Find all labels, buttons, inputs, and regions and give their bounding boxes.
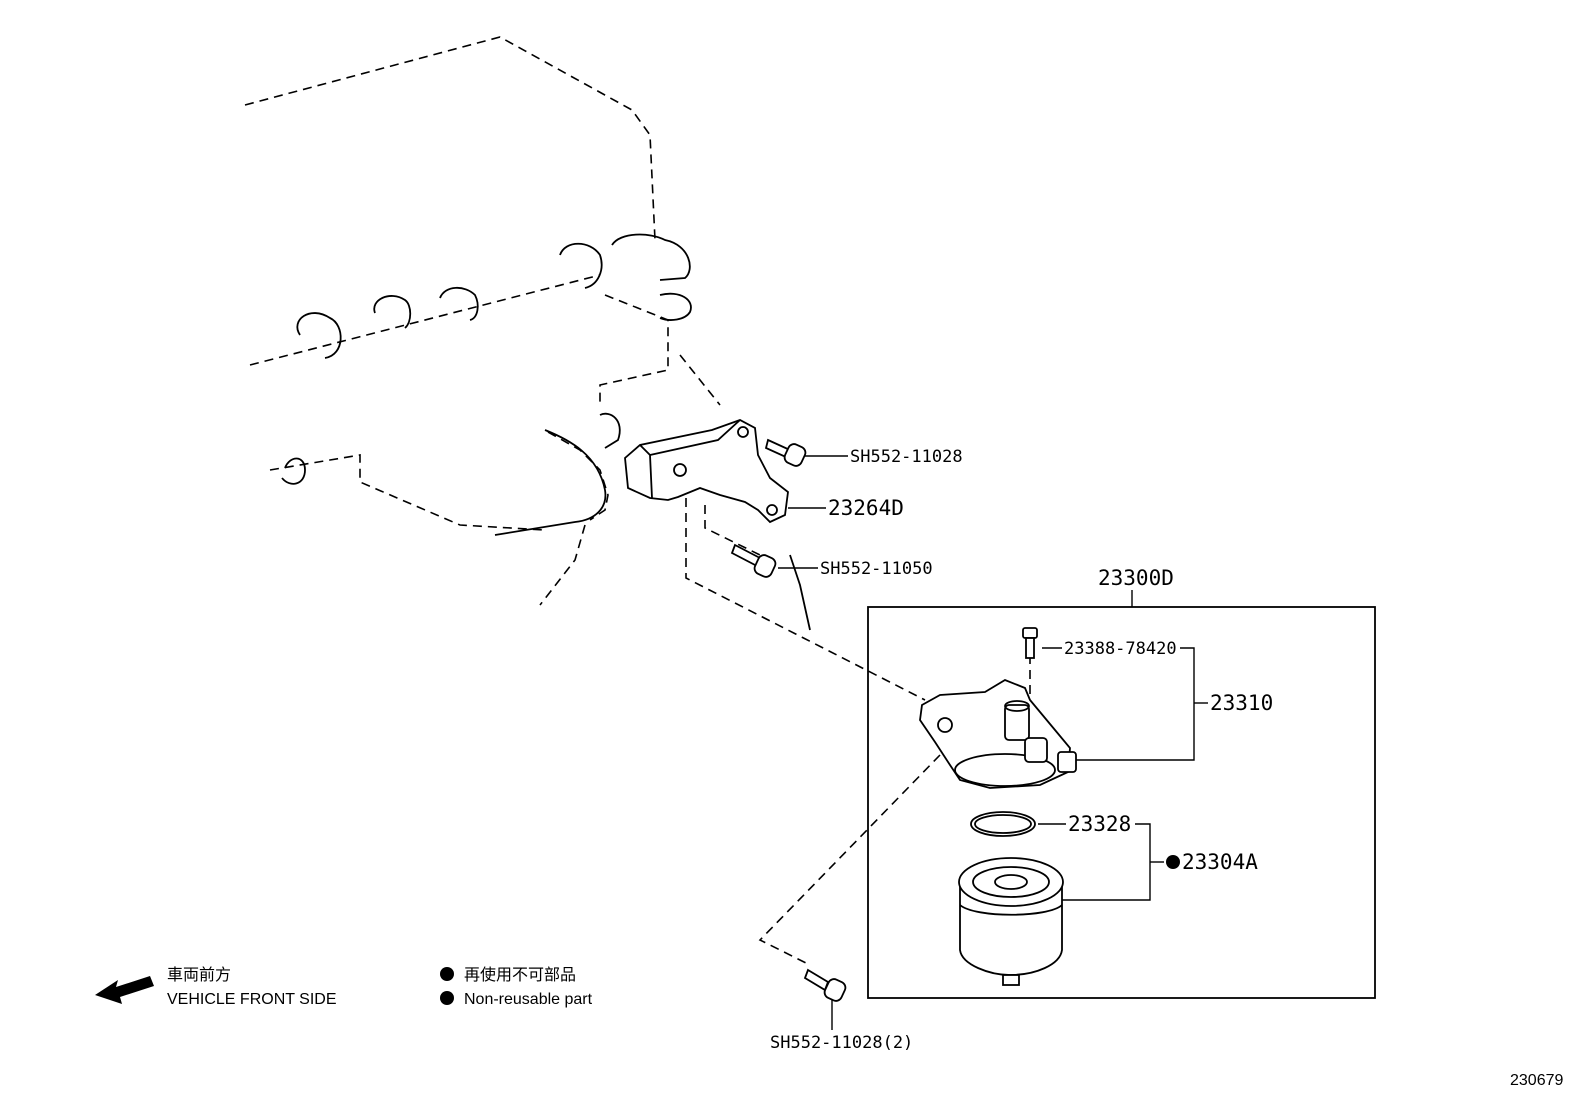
nonreusable-legend: 再使用不可部品 Non-reusable part [440,966,593,1008]
front-en: VEHICLE FRONT SIDE [167,991,337,1008]
filter-element [958,857,1064,986]
bolt-bottom-icon [803,968,847,1002]
arrow-left-icon [95,976,154,1004]
label-bolt-top: SH552-11028 [850,447,963,467]
label-element: 23304A [1182,850,1258,874]
label-assembly: 23300D [1098,566,1174,590]
label-small-bolt: 23388-78420 [1064,639,1177,659]
label-o-ring: 23328 [1068,812,1131,836]
front-jp: 車両前方 [167,966,231,984]
label-bracket: 23264D [828,496,904,520]
o-ring [970,811,1036,837]
figure-code: 230679 [1510,1072,1563,1089]
mounting-bracket [624,419,789,524]
dot-icon [440,967,454,981]
nonreusable-dot-icon [1166,855,1180,869]
dot-icon [440,991,454,1005]
engine-outline [244,36,811,631]
label-bolt-bottom: SH552-11028(2) [770,1033,913,1053]
nonreusable-jp: 再使用不可部品 [464,966,576,984]
bolt-top-icon [764,438,807,467]
vehicle-front-legend: 車両前方 VEHICLE FRONT SIDE [95,966,337,1008]
nonreusable-en: Non-reusable part [464,991,593,1008]
label-filter-head: 23310 [1210,691,1273,715]
bolt-mid-icon [730,543,777,578]
small-bolt-icon [1022,627,1038,659]
filter-head [919,678,1077,789]
label-bolt-mid: SH552-11050 [820,559,933,579]
assembly-box [867,606,1376,999]
